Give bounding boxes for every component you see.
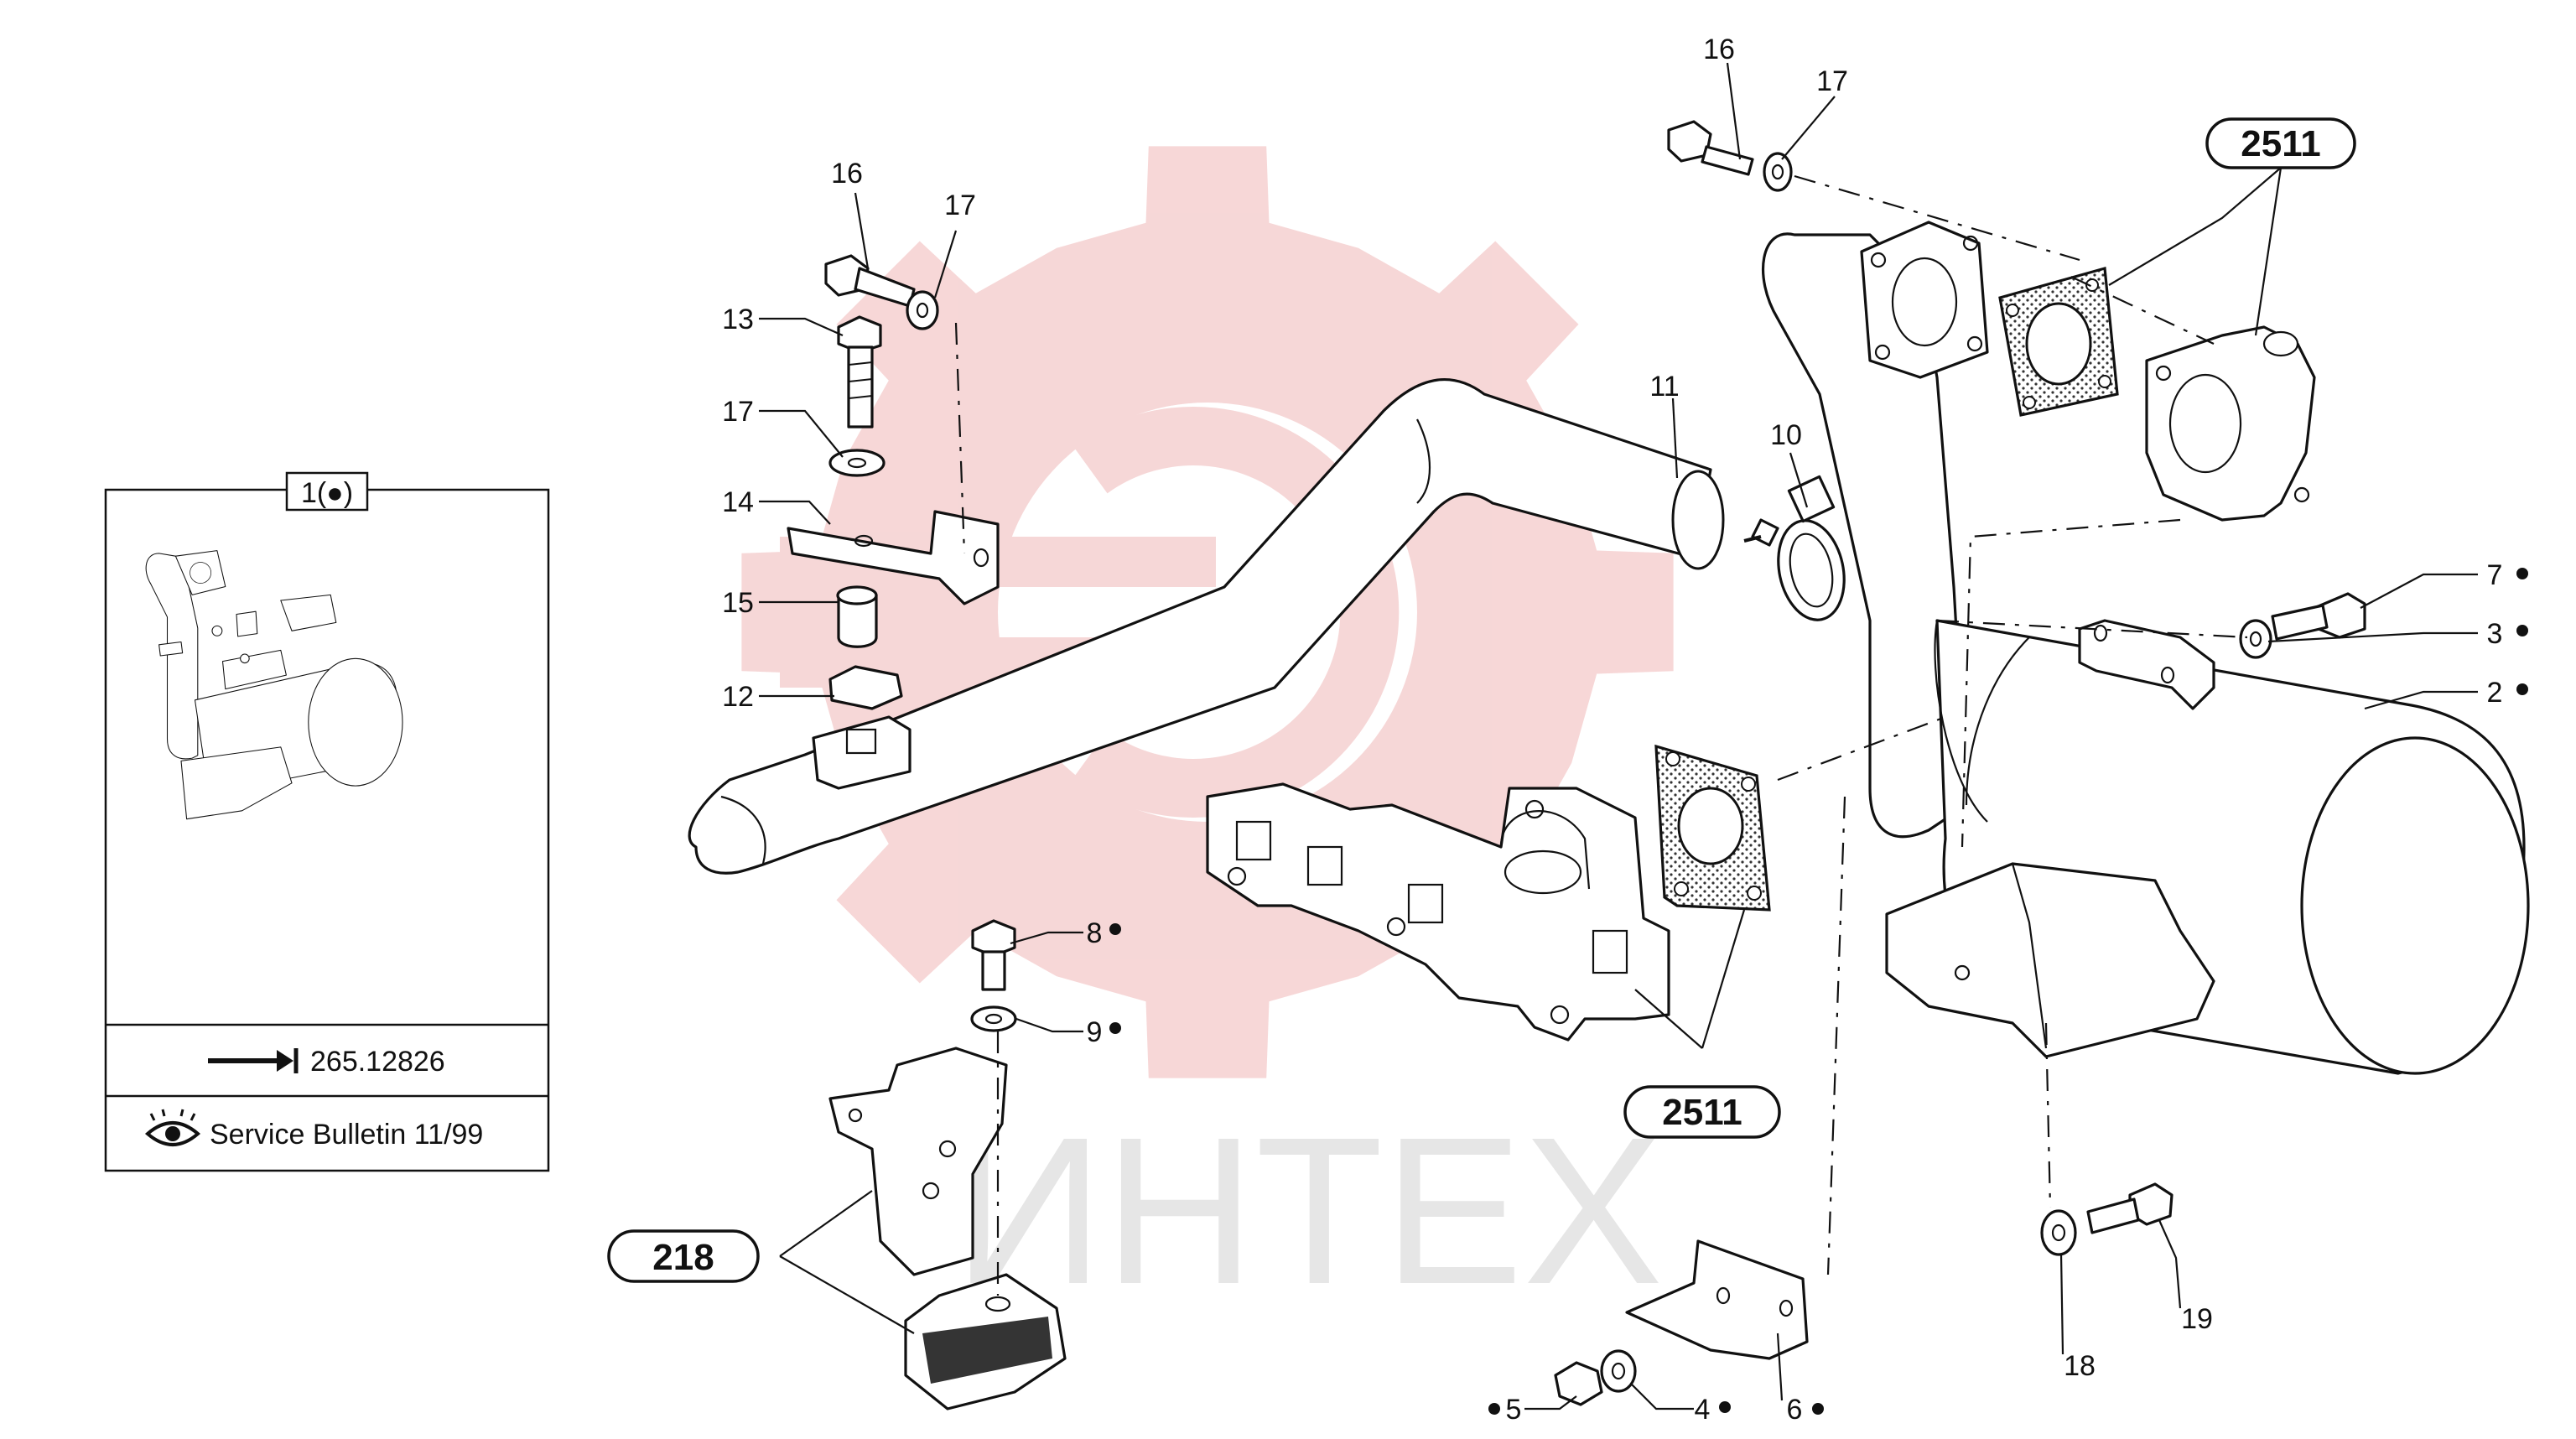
callout-label: 10: [1770, 419, 1802, 451]
callout-label: 4: [1695, 1394, 1711, 1426]
callout-label: 14: [722, 486, 754, 518]
bullet-dot-7: [2516, 568, 2528, 579]
washer-3: [2239, 619, 2272, 659]
bolt-19: [2086, 1182, 2174, 1234]
arrow-to-bar-icon: [208, 1048, 299, 1073]
callout-label: 15: [722, 587, 754, 619]
callout-bullets: [1109, 568, 2528, 1415]
washer-17-lower-left: [828, 449, 886, 477]
bullet-dot-5: [1488, 1403, 1500, 1415]
washer-4: [1600, 1349, 1637, 1393]
callout-label: 12: [722, 681, 754, 713]
callout-labels: 16 17 13 17 14 15 12 11 10 16 17 7 3 2 8…: [722, 34, 2502, 1426]
callout-label: 2: [2487, 677, 2503, 709]
bullet-dot-9: [1109, 1022, 1121, 1034]
bolt-13: [837, 315, 882, 429]
hose-clamp: [1743, 475, 1846, 621]
washer-17-top-left: [906, 290, 939, 330]
callout-label: 6: [1787, 1394, 1803, 1426]
callout-label: 5: [1506, 1394, 1522, 1426]
clip-nut: [828, 665, 903, 710]
muffler-mount-bracket: [1885, 862, 2215, 1058]
bullet-dot-2: [2516, 683, 2528, 695]
engine-support-bracket: [828, 1047, 1008, 1276]
callout-label: 17: [1816, 65, 1848, 97]
washer-9: [970, 1005, 1017, 1032]
flange-gasket: [1998, 266, 2119, 417]
svg-text:2511: 2511: [2241, 123, 2320, 164]
spacer-sleeve: [836, 585, 878, 648]
service-bulletin-label: Service Bulletin 11/99: [210, 1119, 483, 1151]
manifold-gasket: [1654, 744, 1771, 912]
inset-miniature-assembly: [145, 550, 403, 820]
exhaust-down-pipe: [1761, 232, 1968, 839]
callout-label: 11: [1649, 371, 1679, 403]
washer-18: [2040, 1209, 2077, 1256]
bolt-16-right: [1667, 120, 1754, 176]
nut-5: [1554, 1361, 1603, 1406]
bullet-dot-8: [1109, 923, 1121, 935]
parts-drawing: [688, 120, 2530, 1410]
washer-17-top-right: [1763, 152, 1793, 192]
callout-label: 19: [2181, 1303, 2213, 1335]
reference-badge-middle: 2511: [1623, 1085, 1781, 1139]
callout-label: 17: [722, 396, 754, 428]
callout-label: 16: [831, 158, 863, 190]
watermark-text: ИНТЕХ: [953, 1094, 1663, 1327]
tail-pipe: [688, 377, 1712, 875]
reference-badge-left: 218: [607, 1229, 760, 1283]
support-bracket: [787, 510, 1000, 605]
muffler-top-bracket: [2078, 619, 2215, 710]
bolt-8: [971, 919, 1016, 991]
bracket-6: [1625, 1239, 1809, 1360]
eye-icon: [144, 1109, 201, 1146]
callout-label: 8: [1087, 917, 1103, 949]
callout-label: 7: [2487, 559, 2503, 591]
reference-badge-top-right: 2511: [2205, 117, 2356, 169]
bullet-dot-3: [2516, 625, 2528, 636]
rubber-mount: [904, 1273, 1067, 1410]
inset-panel: 1(●) 265.12826: [104, 471, 550, 1172]
bullet-dot-6: [1812, 1403, 1824, 1415]
bolt-7: [2271, 592, 2366, 641]
callout-label: 13: [722, 304, 754, 335]
callout-label: 18: [2064, 1350, 2096, 1382]
callout-label: 17: [944, 190, 976, 221]
callout-label: 16: [1703, 34, 1735, 65]
bullet-dot-4: [1719, 1401, 1731, 1413]
callout-label: 3: [2487, 618, 2503, 650]
svg-text:218: 218: [652, 1237, 714, 1278]
tail-pipe-outlet: [1671, 470, 1725, 570]
callout-label: 9: [1087, 1016, 1103, 1048]
inset-title: 1(●): [301, 477, 353, 509]
callout-leaders: [759, 62, 2478, 1410]
cross-reference-number: 265.12826: [310, 1046, 445, 1078]
svg-text:2511: 2511: [1662, 1092, 1742, 1133]
